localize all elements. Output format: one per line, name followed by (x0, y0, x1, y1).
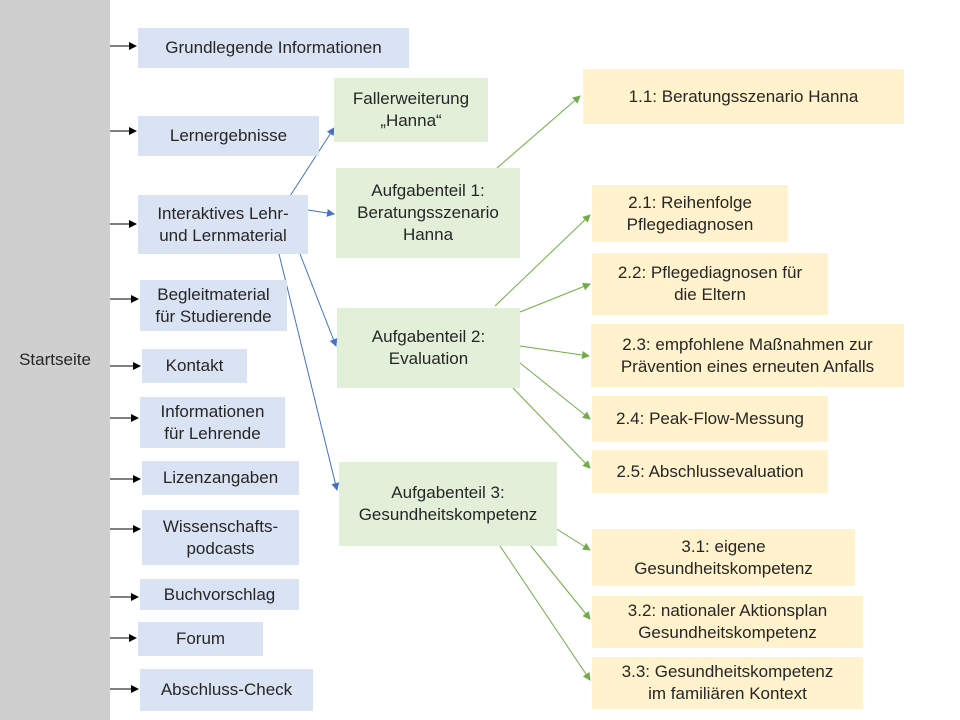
subtask-2-1[interactable]: 2.1: Reihenfolge Pflegediagnosen (592, 185, 788, 242)
subtask-3-2[interactable]: 3.2: nationaler Aktionsplan Gesundheitsk… (592, 596, 863, 648)
task-aufgabenteil-2[interactable]: Aufgabenteil 2: Evaluation (337, 308, 520, 388)
green-connectors (494, 95, 591, 681)
start-page-label[interactable]: Startseite (19, 350, 91, 369)
nav-wissenschaftspodcasts[interactable]: Wissenschafts- podcasts (142, 510, 299, 565)
nav-grundlegende-informationen[interactable]: Grundlegende Informationen (138, 28, 409, 68)
nav-interaktives-lehrmaterial[interactable]: Interaktives Lehr- und Lernmaterial (138, 195, 308, 254)
subtask-2-5[interactable]: 2.5: Abschlussevaluation (592, 450, 828, 493)
nav-abschluss-check[interactable]: Abschluss-Check (140, 669, 313, 711)
subtask-3-1[interactable]: 3.1: eigene Gesundheitskompetenz (592, 529, 855, 586)
task-aufgabenteil-3[interactable]: Aufgabenteil 3: Gesundheitskompetenz (339, 462, 557, 546)
subtask-2-2[interactable]: 2.2: Pflegediagnosen für die Eltern (592, 253, 828, 315)
blue-connectors (278, 127, 340, 491)
nav-kontakt[interactable]: Kontakt (142, 349, 247, 383)
subtask-1-1[interactable]: 1.1: Beratungsszenario Hanna (583, 69, 904, 124)
subtask-2-4[interactable]: 2.4: Peak-Flow-Messung (592, 396, 828, 442)
sidebar (0, 0, 110, 720)
nav-lizenzangaben[interactable]: Lizenzangaben (142, 461, 299, 495)
nav-lernergebnisse[interactable]: Lernergebnisse (138, 116, 319, 156)
subtask-2-3[interactable]: 2.3: empfohlene Maßnahmen zur Prävention… (591, 324, 904, 387)
task-aufgabenteil-1[interactable]: Aufgabenteil 1: Beratungsszenario Hanna (336, 168, 520, 258)
nav-buchvorschlag[interactable]: Buchvorschlag (140, 579, 299, 610)
nav-begleitmaterial[interactable]: Begleitmaterial für Studierende (140, 280, 287, 331)
nav-informationen-lehrende[interactable]: Informationen für Lehrende (140, 397, 285, 448)
task-fallerweiterung-hanna[interactable]: Fallerweiterung „Hanna“ (334, 78, 488, 142)
sidebar-arrows (110, 42, 141, 693)
nav-forum[interactable]: Forum (138, 622, 263, 656)
subtask-3-3[interactable]: 3.3: Gesundheitskompetenz im familiären … (592, 657, 863, 709)
